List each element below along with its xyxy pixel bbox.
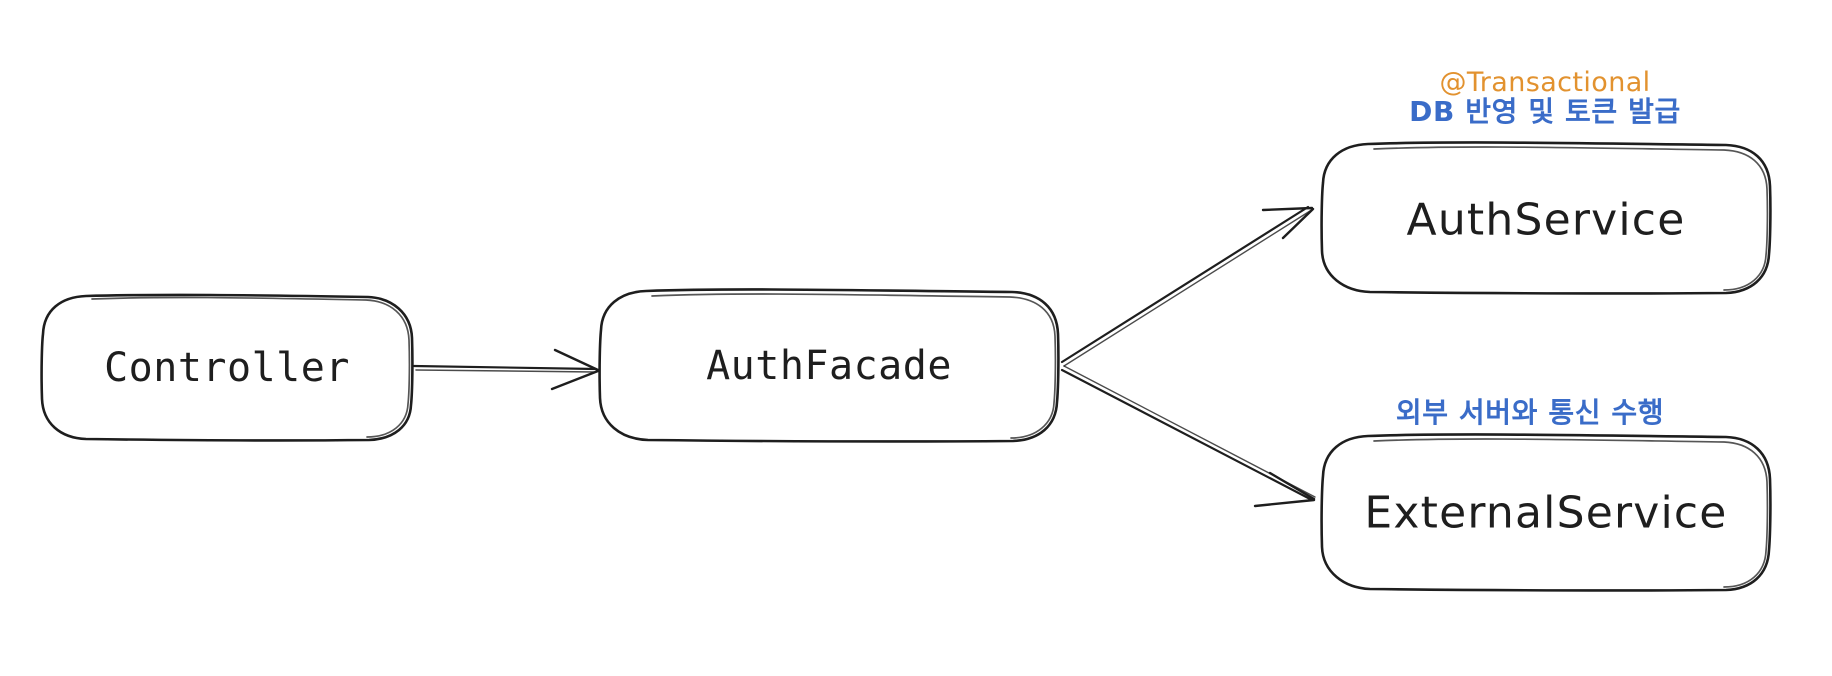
- edge-controller-to-auth-facade-arrowhead: [550, 348, 600, 391]
- edge-auth-facade-to-auth-service-arrowhead: [1261, 206, 1315, 240]
- auth-facade-box-outline: [598, 288, 1060, 443]
- edge-controller-to-auth-facade[interactable]: [412, 348, 600, 391]
- edge-auth-facade-to-external-service-arrowhead: [1253, 471, 1316, 508]
- annotation-external-service: 외부 서버와 통신 수행: [1395, 396, 1665, 429]
- annotation-auth-service-description: DB 반영 및 토큰 발급: [1409, 95, 1681, 129]
- annotation-auth-service-transactional: @Transactional: [1439, 67, 1651, 98]
- node-controller[interactable]: [40, 293, 414, 442]
- auth-service-box-outline: [1320, 141, 1772, 295]
- edge-controller-to-auth-facade-line-overstroke: [415, 369, 596, 373]
- external-service-box-outline: [1320, 433, 1772, 592]
- external-service-box-outline-overstroke: [1373, 438, 1769, 588]
- edge-auth-facade-to-auth-service-line-overstroke: [1063, 210, 1311, 367]
- node-auth-service[interactable]: [1320, 141, 1772, 295]
- controller-box-outline: [40, 293, 414, 442]
- edge-auth-facade-to-external-service-line: [1060, 368, 1314, 502]
- edge-auth-facade-to-auth-service-line: [1060, 205, 1310, 364]
- node-auth-facade[interactable]: [598, 288, 1060, 443]
- auth-service-box-outline-overstroke: [1373, 146, 1769, 291]
- node-external-service[interactable]: [1320, 433, 1772, 592]
- annotation-external-service-description: 외부 서버와 통신 수행: [1395, 396, 1665, 429]
- annotation-auth-service: @Transactional DB 반영 및 토큰 발급: [1409, 68, 1681, 127]
- edge-controller-to-auth-facade-line: [412, 364, 598, 371]
- controller-box-outline-overstroke: [91, 296, 411, 438]
- auth-facade-box-outline-overstroke: [651, 293, 1057, 439]
- edge-auth-facade-to-auth-service[interactable]: [1060, 205, 1315, 367]
- edge-auth-facade-to-external-service[interactable]: [1060, 365, 1316, 508]
